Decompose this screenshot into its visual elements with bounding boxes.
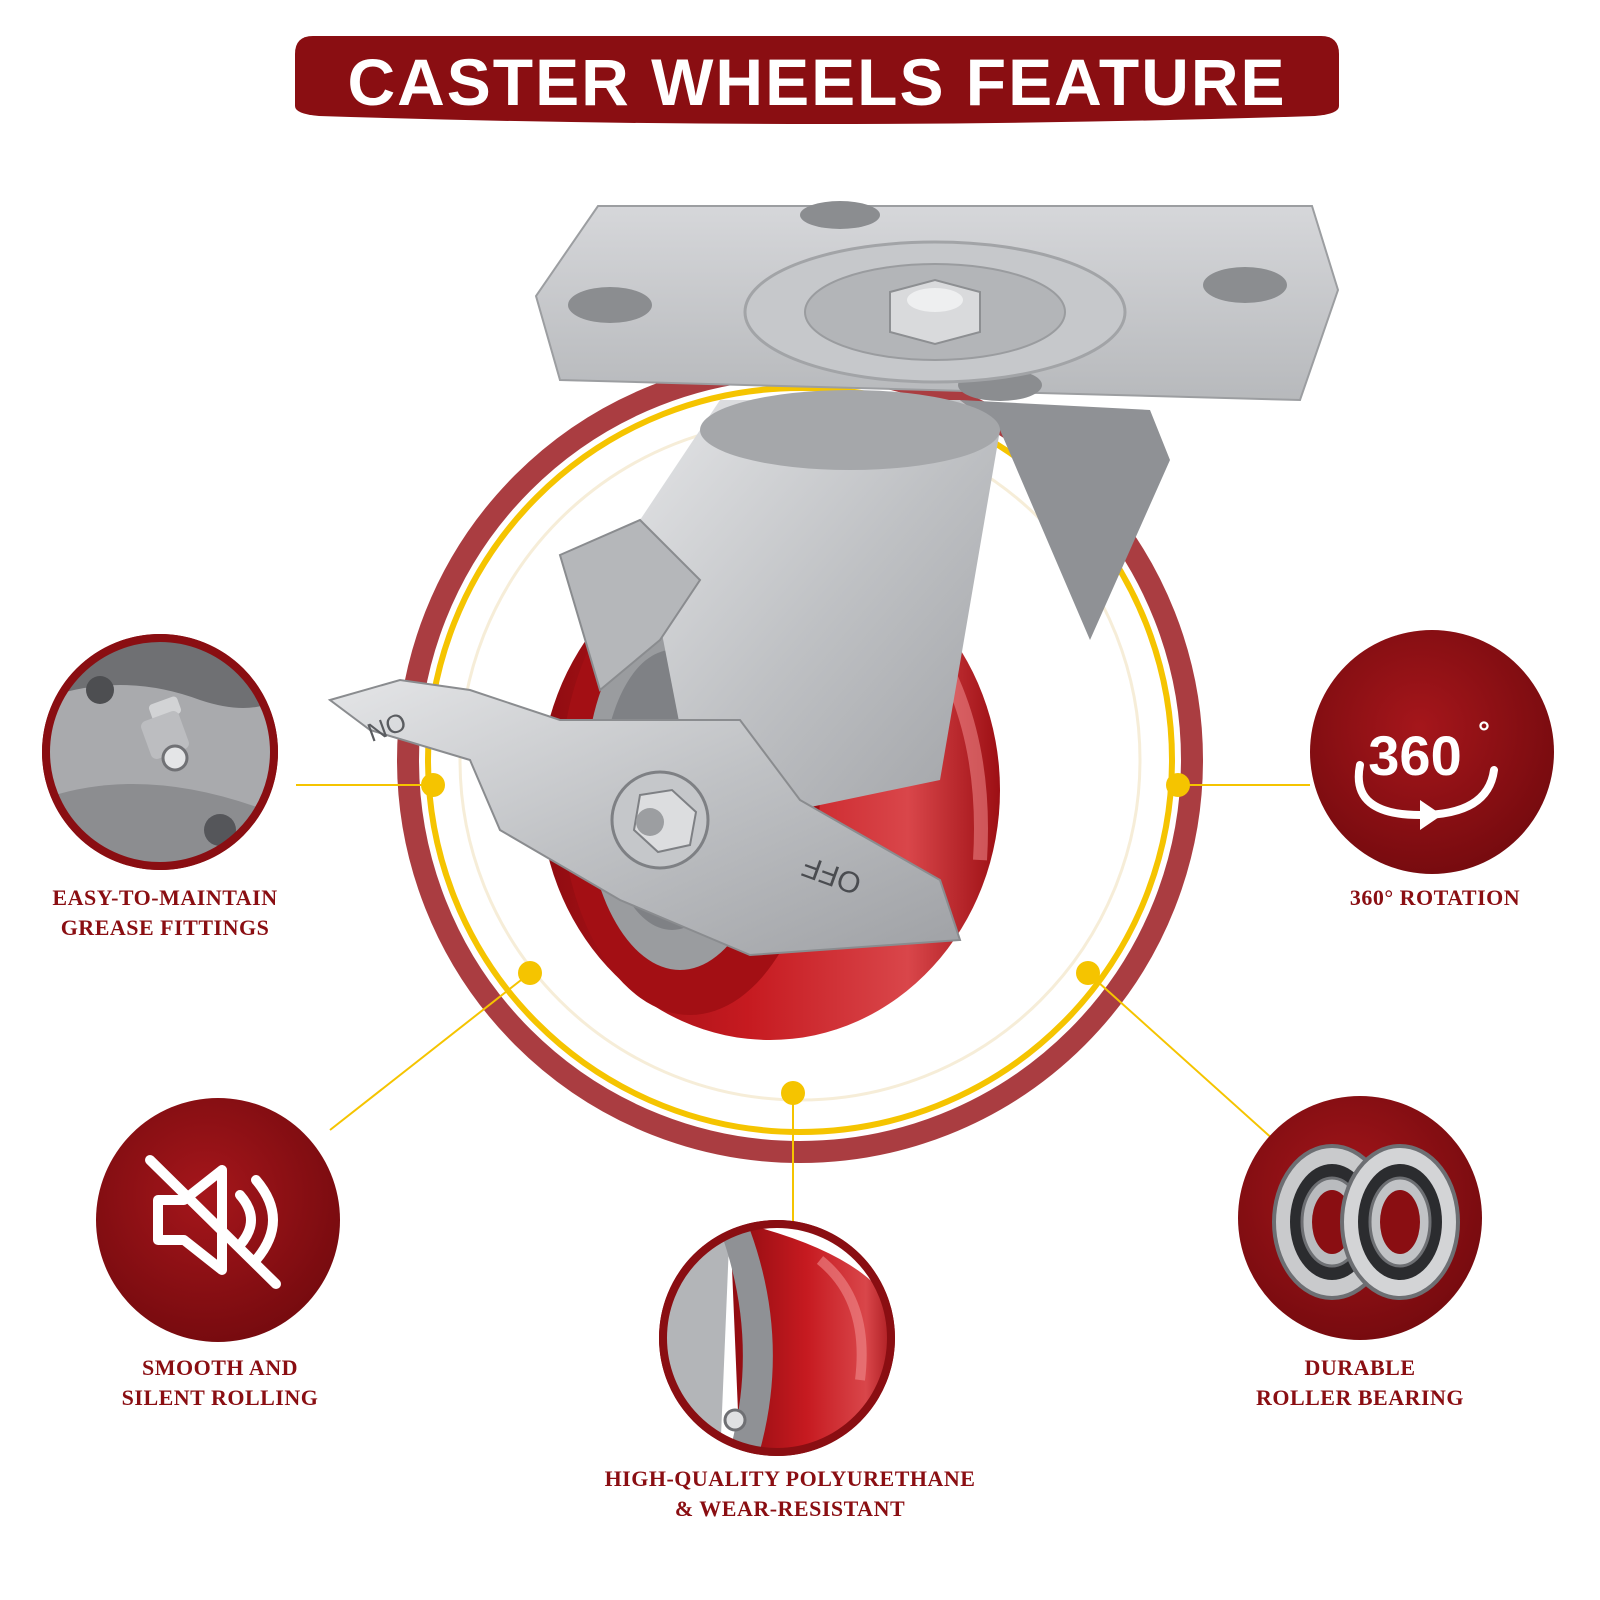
grease-feature-label: EASY-TO-MAINTAIN GREASE FITTINGS (20, 883, 310, 943)
silent-feature-label: SMOOTH AND SILENT ROLLING (70, 1353, 370, 1413)
polyurethane-label-line2: & WEAR-RESISTANT (674, 1496, 906, 1521)
silent-rolling-badge (96, 1098, 340, 1342)
connector-dots (421, 773, 1190, 1105)
bearing-feature-label: DURABLE ROLLER BEARING (1230, 1353, 1490, 1413)
polyurethane-feature-label: HIGH-QUALITY POLYURETHANE & WEAR-RESISTA… (560, 1464, 1020, 1524)
top-mounting-plate (534, 201, 1340, 402)
roller-bearing-badge (1238, 1096, 1482, 1340)
bearing-label-line1: DURABLE (1304, 1355, 1416, 1380)
silent-label-line1: SMOOTH AND (142, 1355, 298, 1380)
silent-label-line2: SILENT ROLLING (121, 1385, 319, 1410)
bearing-label-line2: ROLLER BEARING (1255, 1385, 1465, 1410)
polyurethane-label-line1: HIGH-QUALITY POLYURETHANE (604, 1466, 976, 1491)
connector-lines (296, 784, 1310, 1240)
rotation-360-badge: 360 ° (1310, 630, 1554, 874)
rotation-360-text: 360 (1368, 724, 1461, 787)
page-title: CASTER WHEELS FEATURE (347, 45, 1287, 119)
banner-shape (295, 36, 1339, 124)
title-banner: CASTER WHEELS FEATURE (295, 36, 1339, 132)
swivel-housing (700, 390, 1000, 470)
grease-label-line2: GREASE FITTINGS (60, 915, 270, 940)
rotation-arrow-icon (1420, 800, 1442, 830)
grease-fitting-photo (42, 634, 278, 870)
rotation-feature-label: 360° ROTATION (1300, 883, 1570, 913)
caster-wheel-illustration: ON OFF (327, 201, 1340, 1040)
rotation-degree-text: ° (1478, 716, 1490, 749)
grease-label-line1: EASY-TO-MAINTAIN (52, 885, 278, 910)
mute-speaker-icon (145, 1155, 281, 1289)
brake-lever: ON OFF (327, 518, 962, 957)
roller-bearing-icon (1272, 1144, 1460, 1300)
rotation-label-line1: 360° ROTATION (1349, 885, 1521, 910)
fork-side (960, 400, 1170, 640)
polyurethane-wheel-photo (659, 1220, 895, 1456)
